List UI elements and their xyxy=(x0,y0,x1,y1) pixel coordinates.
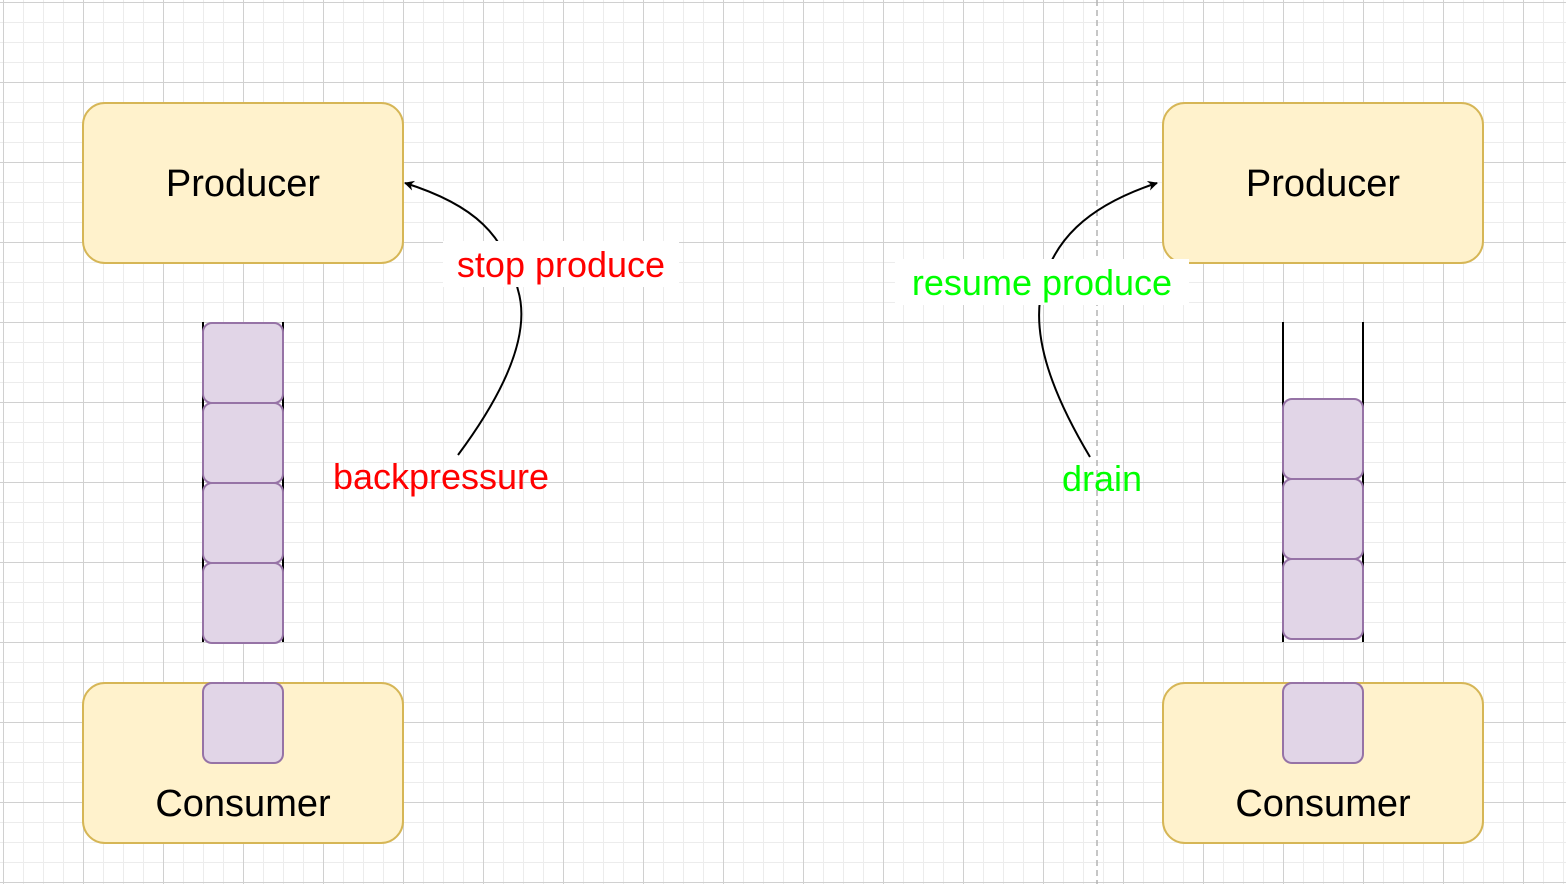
right-consumer-label: Consumer xyxy=(1235,783,1411,825)
right-consumer-item xyxy=(1282,682,1364,764)
left-action-label-bg xyxy=(443,241,679,287)
right-queue-item xyxy=(1282,558,1364,640)
left-consumer-item xyxy=(202,682,284,764)
left-trigger-label: backpressure xyxy=(333,456,549,497)
right-queue-item xyxy=(1282,398,1364,480)
right-action-label: resume produce xyxy=(912,262,1172,303)
left-queue xyxy=(202,322,284,644)
right-queue xyxy=(1282,322,1364,642)
left-queue-item xyxy=(202,402,284,484)
right-consumer-node[interactable]: Consumer xyxy=(1162,682,1484,844)
right-queue-item xyxy=(1282,478,1364,560)
left-feedback-arrow[interactable] xyxy=(404,180,523,456)
left-producer-label: Producer xyxy=(166,163,321,205)
left-producer-node[interactable]: Producer xyxy=(82,102,404,264)
left-panel: Producer Consumer stop produce backpress… xyxy=(82,102,679,844)
right-trigger-label: drain xyxy=(1062,458,1142,499)
left-queue-item xyxy=(202,562,284,644)
right-producer-node[interactable]: Producer xyxy=(1162,102,1484,264)
left-consumer-node[interactable]: Consumer xyxy=(82,682,404,844)
right-producer-box xyxy=(1162,102,1484,264)
left-queue-item xyxy=(202,482,284,564)
left-consumer-label: Consumer xyxy=(155,783,331,825)
left-producer-box xyxy=(82,102,404,264)
right-producer-label: Producer xyxy=(1246,163,1401,205)
right-panel: Producer Consumer resume produce drain xyxy=(895,102,1484,844)
left-queue-item xyxy=(202,322,284,404)
right-feedback-arrow[interactable] xyxy=(1038,181,1158,458)
right-action-label-bg xyxy=(895,259,1189,305)
left-action-label: stop produce xyxy=(457,244,665,285)
